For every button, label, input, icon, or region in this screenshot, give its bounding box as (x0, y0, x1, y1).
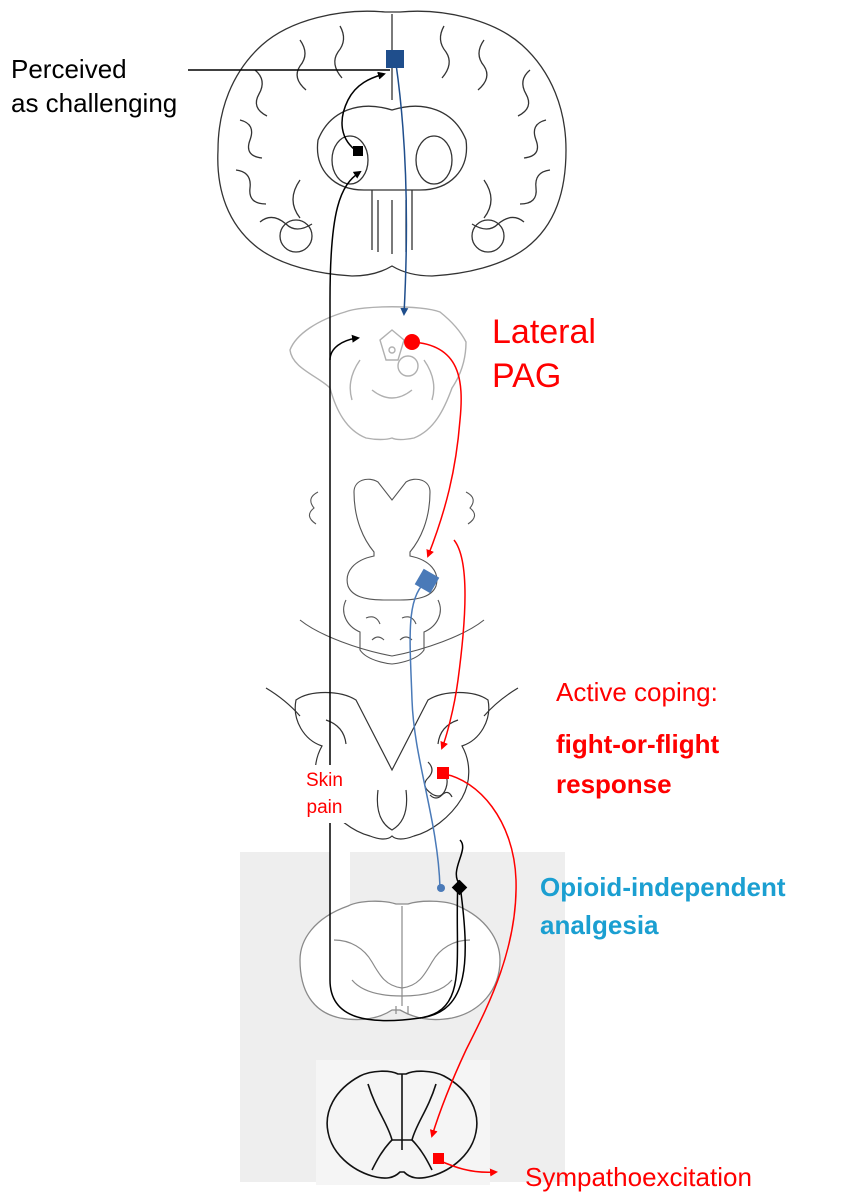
iml-node (433, 1153, 444, 1164)
lateral-line2: PAG (492, 354, 596, 398)
skin-line1: Skin (306, 767, 343, 794)
fight-or-flight-label: fight-or-flight response (556, 724, 719, 804)
lateral-pag-label: Lateral PAG (492, 310, 596, 398)
perceived-line2: as challenging (11, 86, 177, 120)
lateral-line1: Lateral (492, 310, 596, 354)
perceived-label: Perceived as challenging (11, 52, 177, 120)
opioid-line1: Opioid-independent (540, 868, 786, 906)
opioid-analgesia-label: Opioid-independent analgesia (540, 868, 786, 944)
thalamus-node (353, 146, 363, 156)
fight-line1: fight-or-flight (556, 724, 719, 764)
perceived-line1: Perceived (11, 52, 177, 86)
pons-section (300, 479, 484, 664)
analgesia-pathway (410, 580, 440, 888)
midbrain-section (290, 307, 466, 440)
analgesia-target-node (437, 884, 445, 892)
spinal-cord-lower-section (316, 1060, 490, 1185)
fight-line2: response (556, 764, 719, 804)
cortex-pag-pathway (396, 64, 406, 314)
cortex-node (386, 50, 404, 68)
sympathoexcitation-label: Sympathoexcitation (525, 1162, 752, 1193)
active-coping-label: Active coping: (556, 677, 718, 708)
skin-pain-label: Skin pain (301, 765, 348, 823)
opioid-line2: analgesia (540, 906, 786, 944)
rvlm-node (437, 767, 449, 779)
lateral-pag-node (404, 334, 420, 350)
skin-line2: pain (306, 794, 343, 821)
